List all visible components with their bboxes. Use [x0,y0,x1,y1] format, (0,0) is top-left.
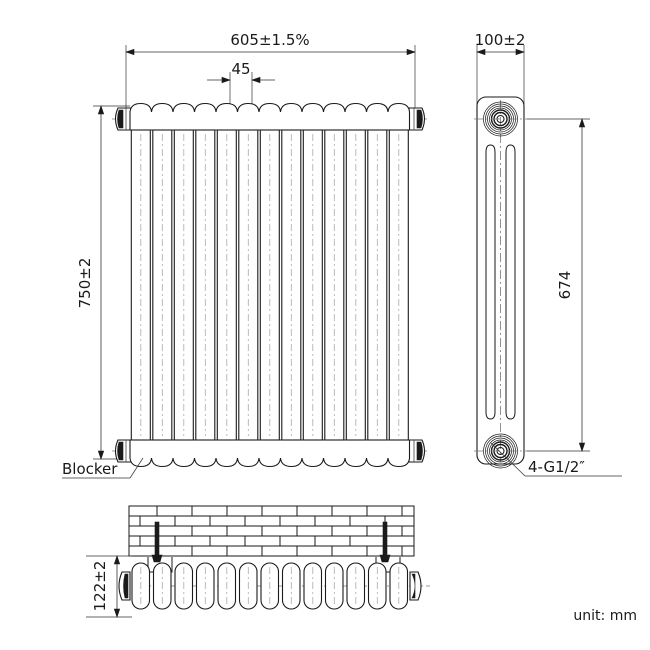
arrow-pitch-right-icon [251,76,261,84]
front-top-header [129,102,411,131]
arrow-pitch-left-icon [221,76,231,84]
column-section [324,129,345,441]
arrow-674-up-icon [578,118,586,128]
plan-column [389,562,409,610]
arrow-122-down-icon [113,608,121,618]
plan-column [367,562,387,610]
blocker-leader [62,457,144,479]
thread-callout-leader [490,442,622,477]
callout-label-threads: 4-G1/2″ [528,458,585,476]
column-section [216,129,237,441]
side-slot [505,144,516,420]
front-elevation-view [62,45,428,479]
plan-column [217,562,237,610]
column-section [281,129,302,441]
callout-label-blocker: Blocker [62,460,118,478]
column-section [367,129,388,441]
column-section [173,129,194,441]
plan-view [86,505,430,618]
column-section [388,129,409,441]
plan-column [238,562,258,610]
column-section [152,129,173,441]
front-bottom-header [129,439,411,468]
unit-label: unit: mm [573,608,637,624]
arrow-down-icon [97,450,105,460]
column-section [195,129,216,441]
arrow-674-down-icon [578,442,586,452]
dim-label-port-center-distance: 674 [556,271,574,300]
column-section [302,129,323,441]
arrow-122-up-icon [113,555,121,565]
arrow-right-icon [406,48,416,56]
front-columns [130,129,409,441]
side-slot [485,144,496,420]
wall-masonry [128,505,415,557]
plan-column [303,562,323,610]
arrow-depth-left-icon [476,48,486,56]
right-end-cap-bottom [408,439,426,463]
left-end-cap-top [114,107,132,131]
column-section [345,129,366,441]
left-end-cap-bottom [114,439,132,463]
dim-label-wall-to-center: 122±2 [91,561,109,612]
plan-column [260,562,280,610]
arrow-depth-right-icon [515,48,525,56]
plan-column [131,562,151,610]
column-section [238,129,259,441]
column-section [130,129,151,441]
dim-label-depth: 100±2 [475,31,526,49]
plan-columns [131,562,409,610]
side-elevation-view [474,45,622,477]
plan-column [152,562,172,610]
arrow-up-icon [97,105,105,115]
plan-column [174,562,194,610]
right-end-cap-top [408,107,426,131]
plan-column [281,562,301,610]
plan-column [324,562,344,610]
column-section [259,129,280,441]
plan-left-end-cap [118,571,131,601]
plan-right-end-cap [409,571,422,601]
dim-label-overall-width: 605±1.5% [230,31,309,49]
arrow-left-icon [125,48,135,56]
dim-label-overall-height: 750±2 [76,258,94,309]
plan-column [195,562,215,610]
plan-column [346,562,366,610]
dim-label-column-pitch: 45 [231,60,250,78]
